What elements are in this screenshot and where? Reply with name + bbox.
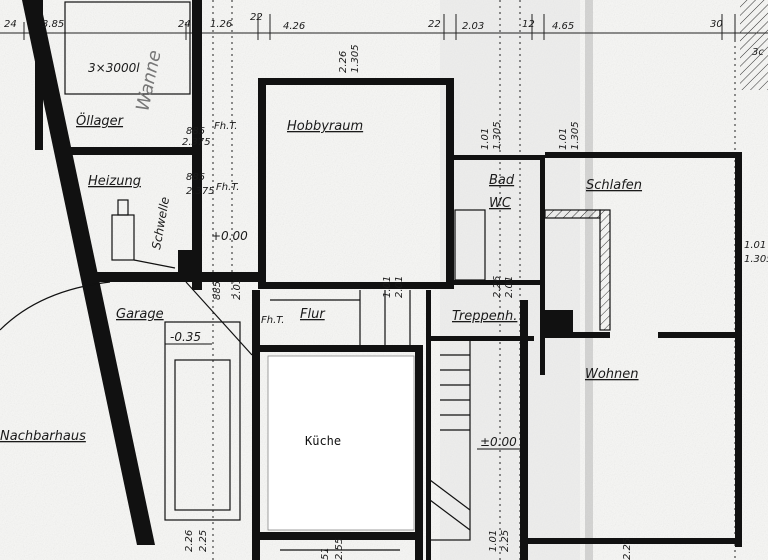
dim-label: 2.55: [334, 538, 345, 560]
boiler-symbol: [111, 199, 176, 269]
room-label-flur: Flur: [300, 307, 326, 322]
dim-label: 22: [428, 19, 441, 30]
dim-label: 2.01: [504, 276, 515, 298]
room-label-treppenhaus: Treppenh.: [452, 309, 517, 324]
dim-label: 3c: [752, 47, 764, 58]
room-label-kueche: Küche: [305, 434, 341, 448]
room-label-nachbarhaus: Nachbarhaus: [0, 429, 86, 444]
dim-label: 1.01: [744, 240, 766, 251]
dim-label: 1.01: [480, 128, 491, 150]
level-treppenhaus: ±0.00: [480, 435, 517, 449]
neighbour-hatch: [740, 0, 768, 90]
dim-label: 2.25: [622, 538, 633, 560]
dim-label: 24: [178, 19, 191, 30]
dim-label: 4.65: [552, 21, 574, 32]
dim-label: 2.375: [186, 186, 215, 197]
dim-label: 1.01: [558, 128, 569, 150]
dim-label: 22: [250, 12, 263, 23]
dim-label: 4.26: [283, 21, 305, 32]
room-label-hobbyraum: Hobbyraum: [287, 119, 363, 134]
thin-lines: [0, 1, 611, 551]
dim-label: 1.01: [382, 276, 393, 298]
fold-line: [585, 0, 593, 560]
top-dimension-labels: 24 3.85 24 1.26 22 4.26 22 2.03 12 4.65 …: [4, 12, 764, 58]
dim-label: 885: [212, 281, 223, 300]
room-label-schlafen: Schlafen: [586, 178, 642, 193]
rotated-dimension-labels: 2.26 1.305 885 2.375 885 2.375 1.01 1.30…: [182, 44, 768, 560]
tank-capacity-label: 3×3000l: [88, 61, 140, 75]
dim-label: 885: [186, 126, 205, 137]
dim-label: 2.03: [462, 21, 484, 32]
dim-label: 2.26: [492, 276, 503, 298]
dim-label: 2.26: [184, 530, 195, 552]
room-label-oillager: Öllager: [76, 112, 125, 129]
room-label-garage: Garage: [116, 307, 164, 322]
dim-label: 1.26: [210, 19, 232, 30]
dim-label: 3.85: [42, 19, 64, 30]
level-garage: -0.35: [170, 330, 201, 344]
dim-label: 2.01: [394, 276, 405, 298]
dim-label: 2.375: [182, 137, 211, 148]
walls: [35, 0, 742, 560]
dim-label: 1.305: [570, 121, 581, 150]
dim-label: 1.305: [350, 44, 361, 73]
dim-label: 1.305: [492, 121, 503, 150]
dim-label: 2.25: [198, 530, 209, 552]
level-heizung: +0.00: [211, 229, 248, 243]
room-label-heizung: Heizung: [88, 174, 141, 189]
door-label-oillager: Fh.T.: [214, 121, 237, 132]
kitchen-area: [267, 355, 415, 531]
room-label-wc: WC: [489, 196, 512, 211]
dim-label: 30: [710, 19, 723, 30]
dim-label: 1.305: [744, 254, 768, 265]
room-label-bad: Bad: [489, 173, 515, 188]
dim-label: 2.26: [338, 51, 349, 73]
door-label-flur: Fh.T.: [261, 315, 284, 326]
dim-label: 885: [186, 172, 205, 183]
dim-label: 1.01: [488, 530, 499, 552]
dim-label: 2.25: [500, 530, 511, 552]
dim-label: 2.01: [232, 278, 243, 300]
room-label-wohnen: Wohnen: [585, 367, 639, 382]
dim-label: 51: [320, 547, 331, 560]
door-label-heizung: Fh.T.: [216, 182, 239, 193]
dim-label: 24: [4, 19, 17, 30]
dim-label: 12: [522, 19, 535, 30]
